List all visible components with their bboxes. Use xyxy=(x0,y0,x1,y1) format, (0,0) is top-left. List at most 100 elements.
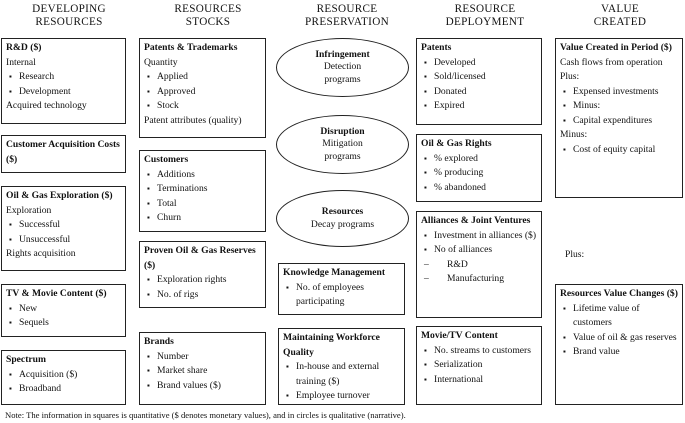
knowledge-employees: No. of employees participating xyxy=(283,281,400,310)
spectrum-broadband: Broadband xyxy=(6,382,121,397)
value-changes-box: Resources Value Changes ($) Lifetime val… xyxy=(555,284,683,405)
cac-title: Customer Acquisition Costs ($) xyxy=(6,139,120,165)
spectrum-title: Spectrum xyxy=(6,354,46,365)
patents-stock: Stock xyxy=(144,99,261,114)
tv-title: TV & Movie Content ($) xyxy=(6,288,107,299)
alliances-manufacturing: Manufacturing xyxy=(421,272,537,287)
value-plus: Plus: xyxy=(560,71,580,82)
knowledge-title: Knowledge Management xyxy=(283,267,386,278)
movie-content-title: Movie/TV Content xyxy=(421,330,498,341)
deploy-patents-sold: Sold/licensed xyxy=(421,70,537,85)
value-expensed: Expensed investments xyxy=(560,85,678,100)
customers-churn: Churn xyxy=(144,211,261,226)
reserves-box: Proven Oil & Gas Reserves ($) Exploratio… xyxy=(139,241,266,308)
customers-terminations: Terminations xyxy=(144,182,261,197)
brands-market: Market share xyxy=(144,364,261,379)
plus-between-label: Plus: xyxy=(565,249,585,260)
disruption-circle: Disruption Mitigation programs xyxy=(276,115,409,174)
movie-serialization: Serialization xyxy=(421,358,537,373)
rd-research: Research xyxy=(6,70,121,85)
footnote: Note: The information in squares is quan… xyxy=(5,410,406,420)
brands-title: Brands xyxy=(144,336,174,347)
rd-internal: Internal xyxy=(6,56,36,68)
patents-attributes: Patent attributes (quality) xyxy=(144,114,242,126)
reserves-exploration: Exploration rights xyxy=(144,273,261,288)
value-brand: Brand value xyxy=(560,345,678,360)
patents-applied: Applied xyxy=(144,70,261,85)
brands-number: Number xyxy=(144,350,261,365)
alliances-rd: R&D xyxy=(421,258,537,273)
oilgas-rights: Rights acquisition xyxy=(6,248,76,259)
oilgas-exploration-label: Exploration xyxy=(6,204,52,216)
workforce-training: In-house and external training ($) xyxy=(283,360,400,389)
value-lifetime: Lifetime value of customers xyxy=(560,302,678,331)
oilgas-rights-box: Oil & Gas Rights % explored % producing … xyxy=(416,134,542,202)
brands-values: Brand values ($) xyxy=(144,379,261,394)
movie-content-box: Movie/TV Content No. streams to customer… xyxy=(416,326,542,405)
oilgas-rights-explored: % explored xyxy=(421,152,537,167)
disruption-title: Disruption xyxy=(320,125,365,137)
rd-acquired: Acquired technology xyxy=(6,100,87,111)
movie-streams: No. streams to customers xyxy=(421,344,537,359)
alliances-title: Alliances & Joint Ventures xyxy=(421,215,531,226)
disruption-l1: Mitigation xyxy=(322,138,363,150)
resources-circle: Resources Decay programs xyxy=(276,190,409,247)
customers-title: Customers xyxy=(144,154,189,165)
infringement-l1: Detection xyxy=(323,61,362,73)
patents-trademarks-box: Patents & Trademarks Quantity Applied Ap… xyxy=(139,38,266,138)
cac-box: Customer Acquisition Costs ($) xyxy=(1,135,126,173)
patents-quantity: Quantity xyxy=(144,56,178,68)
oilgas-rights-producing: % producing xyxy=(421,166,537,181)
deploy-patents-donated: Donated xyxy=(421,85,537,100)
reserves-rigs: No. of rigs xyxy=(144,288,261,303)
knowledge-box: Knowledge Management No. of employees pa… xyxy=(278,263,405,315)
oilgas-unsuccessful: Unsuccessful xyxy=(6,233,121,248)
workforce-turnover: Employee turnover xyxy=(283,389,400,404)
alliances-investment: Investment in alliances ($) xyxy=(421,229,537,244)
deploy-patents-developed: Developed xyxy=(421,56,537,71)
value-equity: Cost of equity capital xyxy=(560,143,678,158)
value-oilgas: Value of oil & gas reserves xyxy=(560,331,678,346)
value-capex: Capital expenditures xyxy=(560,114,678,129)
tv-new: New xyxy=(6,302,121,317)
value-minus-bullet: Minus: xyxy=(560,99,678,114)
spectrum-box: Spectrum Acquisition ($) Broadband xyxy=(1,350,126,405)
value-minus: Minus: xyxy=(560,129,588,140)
deploy-patents-expired: Expired xyxy=(421,99,537,114)
oilgas-exploration-box: Oil & Gas Exploration ($) Exploration Su… xyxy=(1,186,126,271)
tv-content-box: TV & Movie Content ($) New Sequels xyxy=(1,284,126,337)
rd-title: R&D ($) xyxy=(6,42,42,53)
patents-approved: Approved xyxy=(144,85,261,100)
workforce-box: Maintaining Workforce Quality In-house a… xyxy=(278,328,405,405)
infringement-title: Infringement xyxy=(315,48,370,60)
deploy-patents-title: Patents xyxy=(421,42,452,53)
oilgas-successful: Successful xyxy=(6,218,121,233)
resources-title: Resources xyxy=(321,206,364,217)
value-period-box: Value Created in Period ($) Cash flows f… xyxy=(555,38,683,198)
rd-development: Development xyxy=(6,85,121,100)
oilgas-rights-title: Oil & Gas Rights xyxy=(421,138,492,149)
resources-l1: Decay programs xyxy=(310,218,375,230)
value-changes-title: Resources Value Changes ($) xyxy=(560,288,678,299)
infringement-circle: Infringement Detection programs xyxy=(276,38,409,97)
disruption-l2: programs xyxy=(324,150,361,162)
infringement-l2: programs xyxy=(324,73,361,85)
alliances-box: Alliances & Joint Ventures Investment in… xyxy=(416,211,542,318)
spectrum-acquisition: Acquisition ($) xyxy=(6,368,121,383)
oilgas-exploration-title: Oil & Gas Exploration ($) xyxy=(6,190,113,201)
brands-box: Brands Number Market share Brand values … xyxy=(139,332,266,405)
reserves-title: Proven Oil & Gas Reserves ($) xyxy=(144,245,256,271)
value-cash: Cash flows from operation xyxy=(560,56,663,68)
customers-total: Total xyxy=(144,197,261,212)
customers-additions: Additions xyxy=(144,168,261,183)
deploy-patents-box: Patents Developed Sold/licensed Donated … xyxy=(416,38,542,125)
value-period-title: Value Created in Period ($) xyxy=(560,42,672,53)
alliances-number: No of alliances xyxy=(421,243,537,258)
tv-sequels: Sequels xyxy=(6,316,121,331)
patents-trademarks-title: Patents & Trademarks xyxy=(144,42,238,53)
